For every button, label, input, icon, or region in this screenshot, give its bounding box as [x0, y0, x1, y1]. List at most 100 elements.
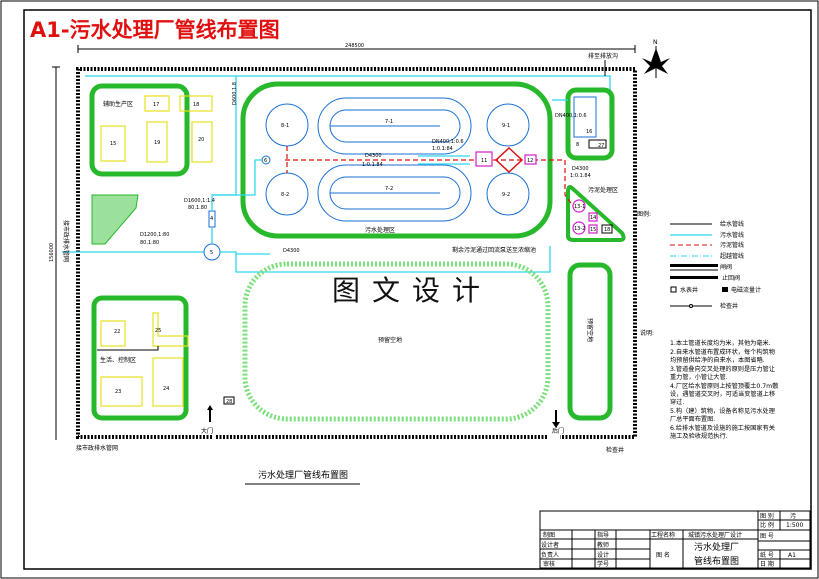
unit-13-2-label: 13-2	[574, 226, 585, 232]
unit-7-2-label: 7-2	[385, 186, 393, 192]
tb-label: 学号	[597, 560, 609, 568]
upper-right-zone: 16 8 27 DN400,1:0.6 D4300 1:0.1.84	[552, 87, 615, 179]
notes-title: 说明:	[640, 329, 654, 337]
note-line: 3.管道叠向交叉处理的原则是压力管让	[670, 365, 775, 373]
tb-drawing-name-1: 污水处理厂	[694, 541, 739, 553]
legend-item: 给水管线	[720, 220, 744, 228]
watermark: 图文设计	[332, 274, 492, 307]
note-line: 穿过.	[670, 398, 684, 406]
reserved-area-right: 预留空地	[567, 262, 613, 421]
note-line: 4.厂区给水管原则上按管顶覆土0.7m敷	[670, 382, 778, 390]
legend: 图例: 给水管线 污水管线 污泥管线 超越管线 闸阀 止回阀 水表井 电磁流量计…	[637, 210, 761, 310]
right-pipe-label: DN400,1:0.6	[555, 113, 587, 119]
building-20: 20	[198, 137, 204, 143]
top-pipe-label: D600,1.8	[232, 82, 238, 105]
main-pipe-label-b: 1:0.1.84	[362, 162, 383, 168]
north-arrow-icon: N	[642, 39, 670, 78]
building-24: 24	[163, 386, 169, 392]
back-gate-label: 后门	[552, 427, 564, 435]
note-line: 2.自来水管道布置成环状，每个构筑物	[670, 348, 775, 356]
tb-label: 制图	[543, 531, 555, 539]
tb-label: 工程名称	[651, 531, 675, 539]
tb-label: 审核	[543, 560, 555, 568]
note-line: 5.构（建）筑物，设备名称见污水处理	[670, 407, 775, 415]
unit-5-label: 5	[210, 250, 213, 256]
note-line: 均预留供给净的自来水，本图省略.	[670, 356, 765, 364]
living-zone: 生活、控制区 22 25 23 24 接市政排水管网	[76, 295, 189, 452]
oxidation-ditch-7-2	[317, 164, 472, 222]
unit-15-label: 15	[590, 227, 596, 233]
green-planting-area	[91, 194, 139, 245]
site-wall	[76, 67, 637, 439]
dimension-width: 248500	[77, 43, 636, 53]
note-line: 厂总平面布置图.	[670, 415, 715, 423]
tb-label: 指导	[597, 531, 609, 539]
unit-9-1-label: 9-1	[502, 123, 510, 129]
tb-label: 日 期	[760, 560, 774, 568]
main-pipe-label-a: D4300	[365, 153, 382, 159]
mid-pipe-label-b: 1:0.1:84	[432, 146, 453, 152]
auxiliary-zone-label: 辅助生产区	[103, 100, 133, 108]
tb-drawing-name-2: 管线布置图	[694, 555, 739, 567]
legend-item: 电磁流量计	[731, 286, 761, 294]
unit-13-1-label: 13-1	[574, 204, 585, 210]
note-line: 6.给排水管道及设施的施工按国家有关	[670, 424, 775, 432]
building-15: 15	[110, 141, 116, 147]
tb-scale: 1:500	[786, 522, 803, 529]
main-gate-label: 大门	[201, 427, 213, 435]
unit-12-label: 12	[527, 158, 533, 164]
inlet-pipe-label-b: 80,1:80	[140, 240, 159, 246]
unit-7-1-label: 7-1	[385, 119, 393, 125]
legend-item: 止回阀	[722, 274, 740, 282]
living-zone-label: 生活、控制区	[100, 356, 136, 364]
back-gate[interactable]: 后门	[552, 410, 564, 435]
auxiliary-zone: 辅助生产区 17 18 15 19 20	[89, 83, 213, 177]
treatment-zone-label: 污水处理区	[365, 226, 395, 234]
dimension-height: 156000	[49, 66, 60, 440]
clarifier-9-1	[486, 103, 530, 147]
north-label: N	[653, 39, 658, 46]
legend-item: 超越管线	[720, 252, 744, 260]
building-19: 19	[154, 140, 160, 146]
main-gate[interactable]: 大门	[201, 405, 213, 435]
drawing-caption: 污水处理厂管线布置图	[258, 469, 348, 481]
unit-8-label: 8	[576, 142, 579, 148]
tb-label: 负责人	[541, 551, 559, 559]
building-28	[223, 396, 235, 405]
unit-27-label: 27	[598, 143, 604, 149]
manhole-label: 检查井	[606, 446, 624, 454]
building-18: 18	[193, 102, 199, 108]
unit-6-label: 6	[264, 158, 267, 164]
riser-pipe-label-b: 80,1.80	[188, 205, 207, 211]
legend-item: 污泥管线	[720, 241, 744, 249]
left-inlet-label: 接市政排水管网	[62, 220, 70, 262]
unit-18-label: 18	[604, 227, 610, 233]
reserved-right-label: 预留空地	[586, 318, 594, 342]
building-22: 22	[114, 329, 120, 335]
drawing-title: A1-污水处理厂管线布置图	[30, 18, 280, 42]
tb-label: 比 例	[760, 521, 774, 529]
unit-8-2-label: 8-2	[281, 192, 289, 198]
notes: 说明: 1.本土管道长度均为米，其他为毫米. 2.自来水管道布置成环状，每个构筑…	[640, 329, 778, 440]
drawing-frame	[23, 9, 812, 570]
pump-note: 剩余污泥通过回流泵送至浓缩池	[452, 246, 536, 254]
sludge-pipe-label-a: D4300	[572, 166, 589, 172]
oxidation-ditch-7-1	[317, 97, 472, 155]
mid-pipe-label-a: DN400,1:0.6	[432, 139, 464, 145]
legend-item: 污水管线	[720, 231, 744, 239]
legend-item: 检查井	[720, 302, 738, 310]
building-28-label: 28	[226, 399, 232, 405]
treatment-zone: 污水处理区 8-1 8-2 9-1 9-2 7-1 7-2 11 12 6 D4…	[240, 81, 565, 239]
unit-8-1-label: 8-1	[281, 123, 289, 129]
sludge-pipe-label-b: 1:0.1.84	[570, 173, 591, 179]
legend-item: 闸阀	[720, 263, 732, 271]
title-block: 图 别 污 比 例 1:500 图 号 纸 号 A1 日 期 制图 设计者 负责…	[539, 510, 811, 569]
reserved-area-label: 预留空地	[378, 336, 402, 344]
clarifier-9-2	[486, 172, 530, 216]
height-dimension-label: 156000	[49, 243, 55, 262]
legend-item: 水表井	[680, 286, 698, 294]
tb-label: 图 号	[760, 533, 774, 540]
width-dimension-label: 248500	[345, 43, 364, 49]
tb-label: 设计	[597, 551, 609, 559]
